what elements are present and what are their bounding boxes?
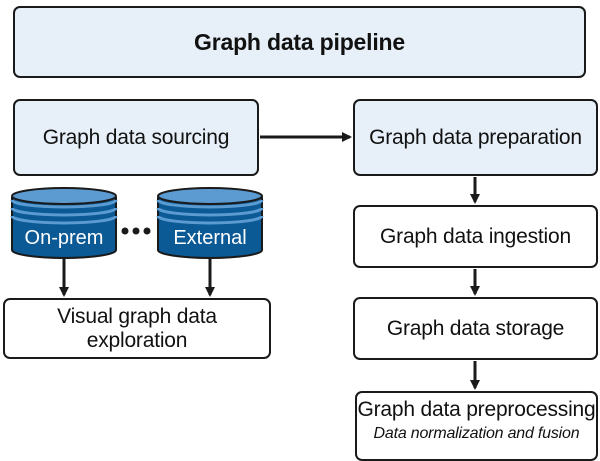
exploration-box: Visual graph data exploration bbox=[3, 298, 271, 359]
ingestion-box: Graph data ingestion bbox=[353, 205, 598, 268]
more-sources-ellipsis-icon bbox=[121, 227, 151, 235]
external-label: External bbox=[173, 227, 247, 249]
pipeline-title-box: Graph data pipeline bbox=[13, 6, 586, 78]
sourcing-label: Graph data sourcing bbox=[42, 125, 230, 149]
preparation-label: Graph data preparation bbox=[369, 125, 582, 149]
storage-box: Graph data storage bbox=[353, 297, 598, 360]
preprocessing-sublabel: Data normalization and fusion bbox=[373, 425, 580, 442]
pipeline-title: Graph data pipeline bbox=[194, 28, 405, 55]
ingestion-label: Graph data ingestion bbox=[380, 224, 571, 248]
preprocessing-box: Graph data preprocessing Data normalizat… bbox=[355, 391, 598, 461]
preparation-box: Graph data preparation bbox=[353, 99, 598, 176]
sourcing-box: Graph data sourcing bbox=[13, 99, 259, 176]
storage-label: Graph data storage bbox=[386, 316, 565, 340]
onprem-label: On-prem bbox=[24, 227, 104, 249]
exploration-label: Visual graph data exploration bbox=[57, 304, 217, 352]
preprocessing-label: Graph data preprocessing bbox=[357, 398, 596, 421]
